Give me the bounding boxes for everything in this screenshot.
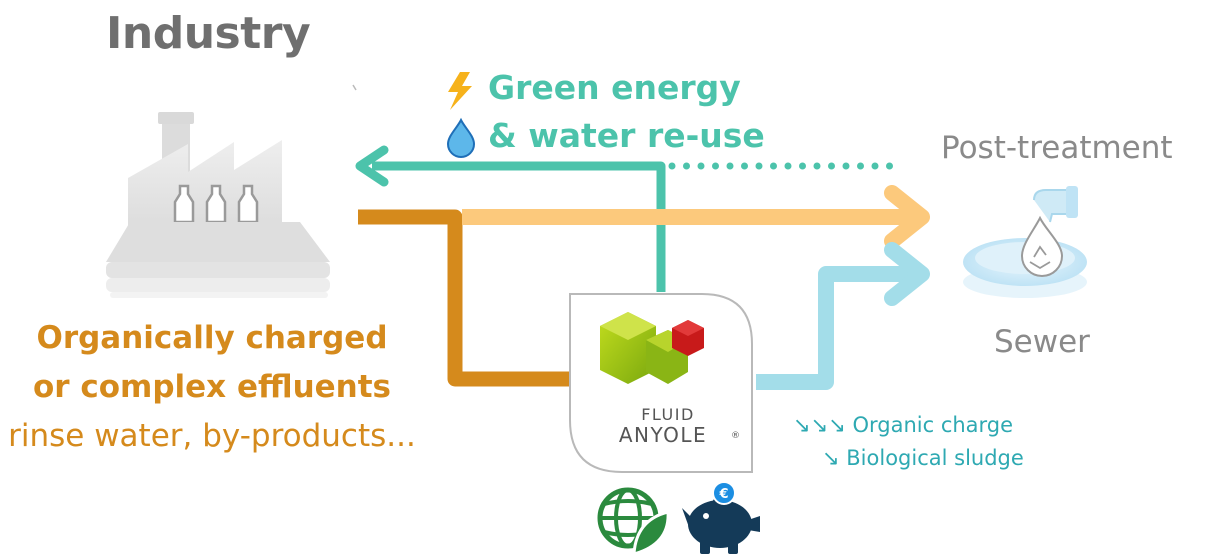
post-treatment-label: Post-treatment <box>941 130 1173 166</box>
logo-registered-mark: ® <box>731 431 740 441</box>
euro-symbol: € <box>718 487 728 502</box>
effluent-bypass-arrow-head <box>884 185 930 249</box>
lightning-bolt-icon <box>448 72 472 110</box>
water-reuse-label: & water re-use <box>488 116 765 155</box>
stray-mark <box>352 84 357 91</box>
energy-arrow-head <box>355 145 389 187</box>
treated-output-line <box>756 266 912 390</box>
effluent-feed-line <box>358 209 572 387</box>
effluent-label-line3: rinse water, by-products... <box>8 418 416 454</box>
energy-return-line <box>372 161 666 292</box>
piggy-bank-icon: € <box>682 481 760 554</box>
effluent-label-line1: Organically charged <box>36 320 388 356</box>
fluid-anyole-logo: FLUID ANYOLE ® <box>569 293 753 473</box>
effluent-label-line2: or complex effluents <box>32 369 392 405</box>
globe-leaf-icon <box>597 487 670 554</box>
industry-title: Industry <box>106 8 311 59</box>
treated-output-arrow-head <box>884 242 930 306</box>
recycled-water-basin-icon <box>963 186 1087 298</box>
factory-conveyor-icon <box>106 112 330 298</box>
logo-brand-line1: FLUID <box>641 405 695 424</box>
logo-brand-line2: ANYOLE <box>619 423 707 447</box>
biological-sludge-reduction: ↘ Biological sludge <box>822 446 1024 470</box>
water-drop-icon <box>446 117 476 158</box>
green-energy-label: Green energy <box>488 68 741 107</box>
organic-charge-reduction: ↘↘↘ Organic charge <box>793 413 1014 437</box>
sewer-label: Sewer <box>994 324 1090 360</box>
